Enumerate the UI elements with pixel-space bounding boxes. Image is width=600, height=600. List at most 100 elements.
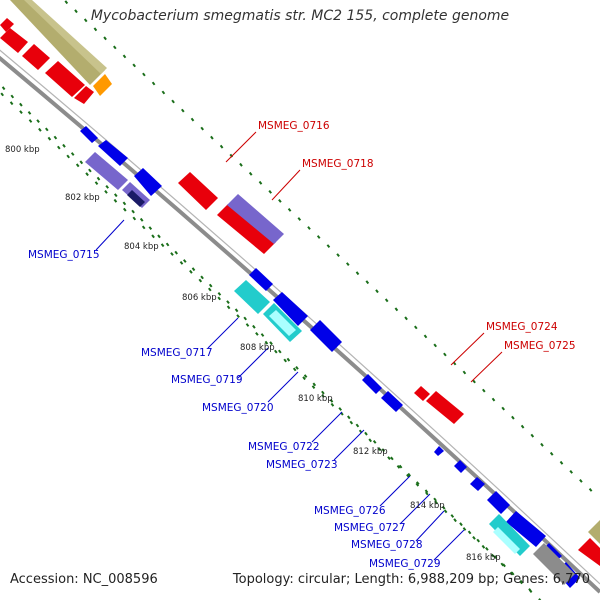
gene-label-msmeg-0724[interactable]: MSMEG_0724 <box>486 321 558 333</box>
tick-dot <box>141 225 146 230</box>
tick-dot <box>66 154 70 159</box>
tick-dot <box>239 162 243 167</box>
gene-labels-forward[interactable]: MSMEG_0716 MSMEG_0718 MSMEG_0724 MSMEG_0… <box>258 120 576 352</box>
gene-label-msmeg-0728[interactable]: MSMEG_0728 <box>351 539 423 551</box>
tick-dot <box>245 323 250 327</box>
tick-dot <box>406 473 410 478</box>
gene-label-msmeg-0723[interactable]: MSMEG_0723 <box>266 459 338 471</box>
tick-dot <box>157 234 161 239</box>
accession-label: Accession: NC_008596 <box>10 572 158 587</box>
tick-dot <box>105 184 109 189</box>
tick-dot <box>311 385 316 390</box>
tick-dot <box>123 207 127 212</box>
tick-dot <box>493 555 498 560</box>
tick-dot <box>181 108 185 113</box>
gene-label-msmeg-0715[interactable]: MSMEG_0715 <box>28 249 100 261</box>
gene-label-msmeg-0725[interactable]: MSMEG_0725 <box>504 340 576 352</box>
tick-dot <box>511 415 515 420</box>
tick-dot <box>19 102 23 107</box>
tick-dot <box>528 588 532 592</box>
tick-dot <box>278 349 282 354</box>
tick-dot <box>132 63 136 68</box>
tick-dot <box>283 358 287 363</box>
topology-summary: Topology: circular; Length: 6,988,209 bp… <box>232 572 590 587</box>
tick-dot <box>368 438 372 443</box>
tick-dot <box>122 54 127 59</box>
tick-dot <box>139 217 144 222</box>
tick-dot <box>0 92 4 97</box>
gene-label-msmeg-0720[interactable]: MSMEG_0720 <box>202 402 274 414</box>
gene-label-msmeg-0719[interactable]: MSMEG_0719 <box>171 374 243 386</box>
forward-genes-topleft <box>0 18 94 104</box>
tick-dot <box>226 300 230 305</box>
tick-dot <box>198 278 203 283</box>
tick-dot <box>443 352 447 357</box>
tick-dot <box>482 388 486 393</box>
tick-label: 810 kbp <box>298 394 333 404</box>
tick-dot <box>404 316 408 321</box>
tick-dot <box>476 538 480 543</box>
tick-dot <box>453 518 457 523</box>
tick-dot <box>27 110 32 115</box>
tick-dot <box>434 500 438 505</box>
tick-dot <box>549 451 554 456</box>
tick-dot <box>131 209 135 214</box>
tick-dot <box>520 424 525 429</box>
gene-label-msmeg-0716[interactable]: MSMEG_0716 <box>258 120 330 132</box>
tick-dot <box>148 226 153 231</box>
tick-dot <box>481 544 486 549</box>
tick-dot <box>210 135 214 140</box>
gene-label-msmeg-0722[interactable]: MSMEG_0722 <box>248 441 320 453</box>
gene-label-msmeg-0727[interactable]: MSMEG_0727 <box>334 522 406 534</box>
tick-dot <box>349 420 354 425</box>
tick-dot <box>174 250 178 255</box>
tick-dot <box>278 198 282 203</box>
tick-dot <box>433 497 437 502</box>
tick-dot <box>459 522 463 527</box>
tick-dot <box>190 117 195 122</box>
tick-dot <box>346 262 350 267</box>
tick-dot <box>394 307 399 312</box>
tick-dot <box>226 305 231 310</box>
gene-label-msmeg-0729[interactable]: MSMEG_0729 <box>369 558 441 570</box>
tick-dot <box>217 291 222 296</box>
gene-labels-reverse[interactable]: MSMEG_0715 MSMEG_0717 MSMEG_0719 MSMEG_0… <box>28 249 441 570</box>
tick-dot <box>83 18 88 23</box>
gene-label-msmeg-0726[interactable]: MSMEG_0726 <box>314 505 386 517</box>
tick-dot <box>236 314 240 319</box>
tick-dot <box>94 181 99 186</box>
tick-dot <box>286 357 291 362</box>
tick-dot <box>390 456 394 461</box>
tick-dot <box>269 341 273 346</box>
tick-dot <box>377 447 382 452</box>
tick-dot <box>183 259 187 263</box>
tick-dot <box>355 423 360 428</box>
tick-dot <box>302 376 306 381</box>
tick-dot <box>372 439 377 444</box>
tick-dot <box>96 176 101 181</box>
tick-dot <box>485 546 489 551</box>
feature-orange-block <box>93 74 112 96</box>
tick-dot <box>260 333 265 337</box>
tick-dot <box>161 90 166 95</box>
tick-dot <box>132 216 137 221</box>
gene-label-msmeg-0717[interactable]: MSMEG_0717 <box>141 347 213 359</box>
tick-dot <box>347 415 351 420</box>
tick-dot <box>191 267 196 272</box>
tick-dot <box>407 472 411 477</box>
tick-dot <box>338 407 342 411</box>
tick-dot <box>171 99 175 104</box>
tick-dot <box>336 253 340 258</box>
tick-dot <box>510 571 515 576</box>
gene-label-msmeg-0718[interactable]: MSMEG_0718 <box>302 158 374 170</box>
tick-dot <box>375 289 379 294</box>
tick-dot <box>326 244 331 249</box>
tick-dot <box>312 382 317 387</box>
tick-dot <box>579 478 583 483</box>
tick-dot <box>462 370 467 375</box>
tick-dot <box>45 127 49 132</box>
tick-dot <box>64 0 69 5</box>
